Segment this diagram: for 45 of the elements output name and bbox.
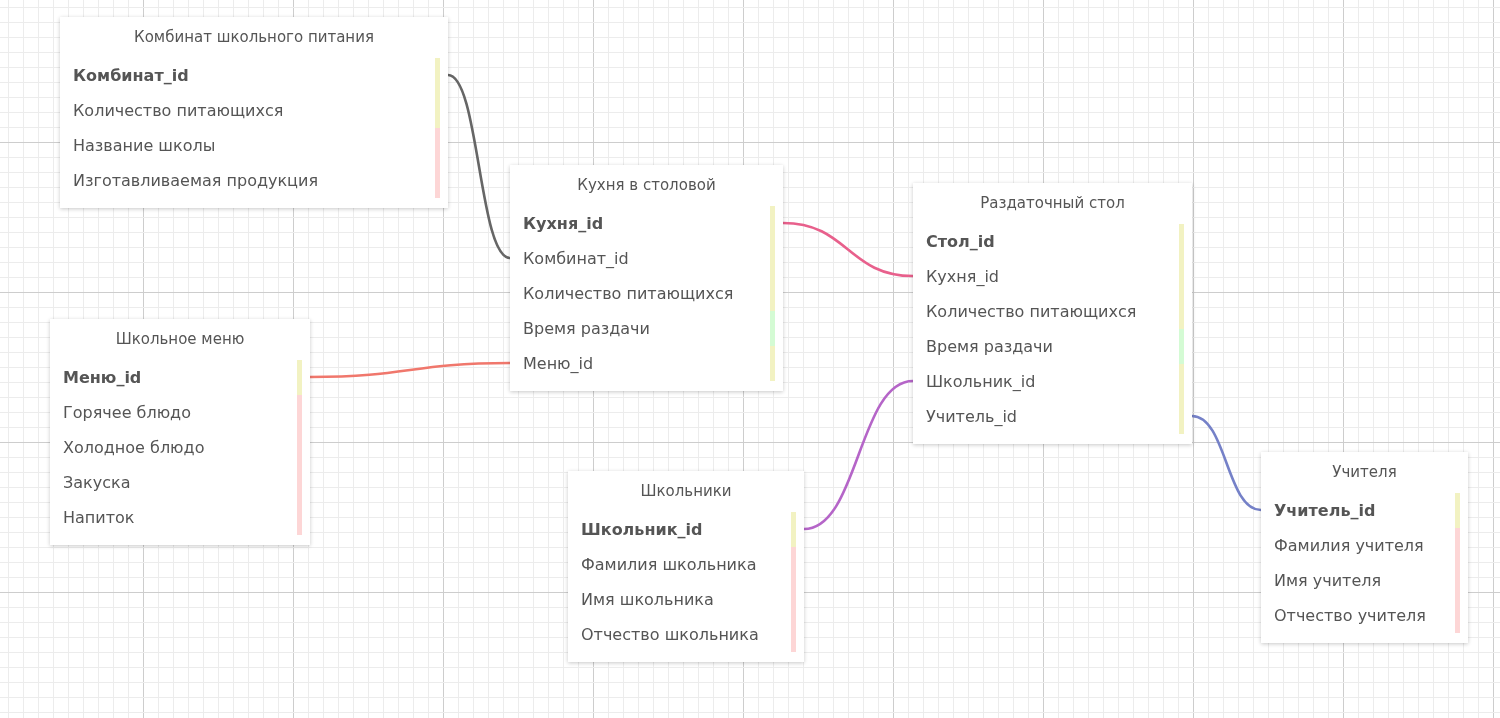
- table-field: Изготавливаемая продукция: [60, 162, 448, 198]
- relation-line: [803, 379, 914, 531]
- table-field: Меню_id: [50, 359, 310, 395]
- relation-line: [447, 73, 511, 260]
- table-field: Кухня_id: [913, 258, 1192, 294]
- table-field: Стол_id: [913, 223, 1192, 259]
- table-field: Комбинат_id: [510, 240, 783, 276]
- table-field: Отчество учителя: [1261, 597, 1468, 633]
- entity-table: [510, 165, 783, 391]
- table-field: Имя школьника: [568, 581, 804, 617]
- table-field: Горячее блюдо: [50, 394, 310, 430]
- table-field: Кухня_id: [510, 205, 783, 241]
- table-field: Холодное блюдо: [50, 429, 310, 465]
- table-title: Школьники: [640, 481, 732, 502]
- table-field: Закуска: [50, 464, 310, 500]
- table-field: Время раздачи: [510, 310, 783, 346]
- table-title: Комбинат школьного питания: [134, 27, 374, 48]
- table-field: Отчество школьника: [568, 616, 804, 652]
- table-title: Кухня в столовой: [577, 175, 716, 196]
- table-field: Количество питающихся: [510, 275, 783, 311]
- table-field: Учитель_id: [1261, 492, 1468, 528]
- relation-line: [310, 361, 510, 379]
- table-field: Меню_id: [510, 345, 783, 381]
- entity-table: [568, 471, 804, 662]
- table-title: Школьное меню: [115, 329, 245, 350]
- table-field: Комбинат_id: [60, 57, 448, 93]
- table-field: Учитель_id: [913, 398, 1192, 434]
- entity-table: [50, 319, 310, 545]
- table-field: Название школы: [60, 127, 448, 163]
- table-field: Школьник_id: [568, 511, 804, 547]
- table-field: Имя учителя: [1261, 562, 1468, 598]
- entity-table: [60, 17, 448, 208]
- table-field: Фамилия учителя: [1261, 527, 1468, 563]
- entity-table: [1261, 452, 1468, 643]
- table-field: Время раздачи: [913, 328, 1192, 364]
- table-title: Раздаточный стол: [980, 193, 1125, 214]
- table-title: Учителя: [1332, 462, 1397, 483]
- table-field: Количество питающихся: [60, 92, 448, 128]
- table-field: Количество питающихся: [913, 293, 1192, 329]
- table-field: Напиток: [50, 499, 310, 535]
- table-field: Школьник_id: [913, 363, 1192, 399]
- relation-line: [1191, 414, 1262, 512]
- relation-line: [782, 221, 914, 278]
- table-field: Фамилия школьника: [568, 546, 804, 582]
- entity-table: [913, 183, 1192, 444]
